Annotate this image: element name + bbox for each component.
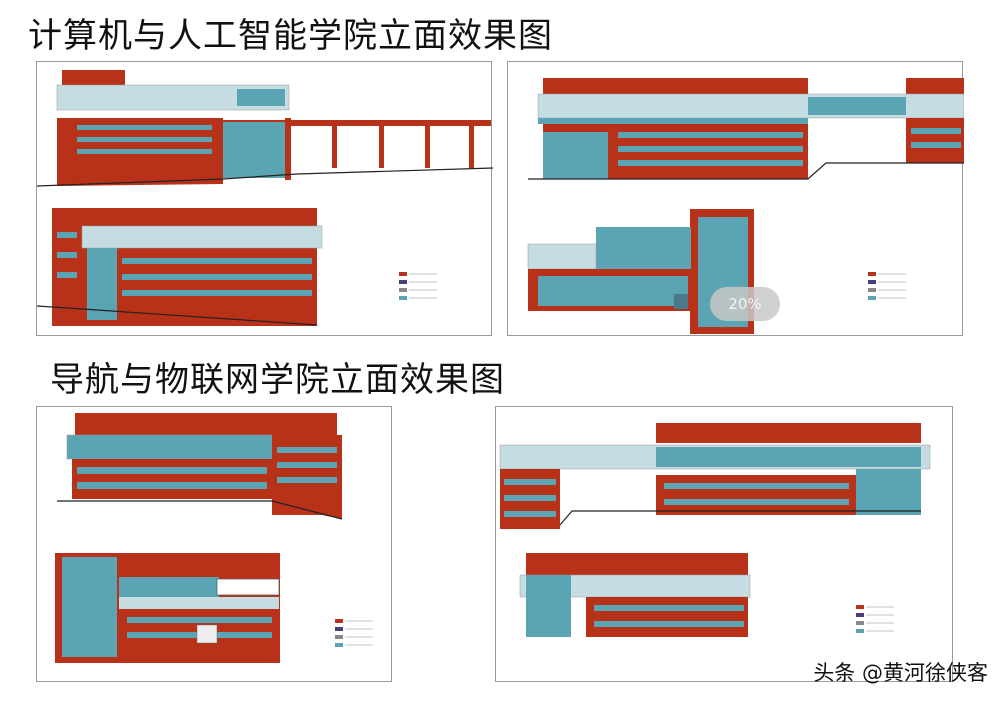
elevation-drawing-sheet-3: [36, 406, 392, 682]
page-title-navigation-iot: 导航与物联网学院立面效果图: [50, 360, 505, 400]
elevation-drawing-sheet-4: [495, 406, 953, 682]
page-title-computer-ai: 计算机与人工智能学院立面效果图: [28, 16, 553, 56]
zoom-level-badge[interactable]: 20%: [710, 287, 780, 321]
source-watermark: 头条 @黄河徐侠客: [813, 661, 988, 685]
elevation-drawing-sheet-1: [36, 61, 493, 336]
